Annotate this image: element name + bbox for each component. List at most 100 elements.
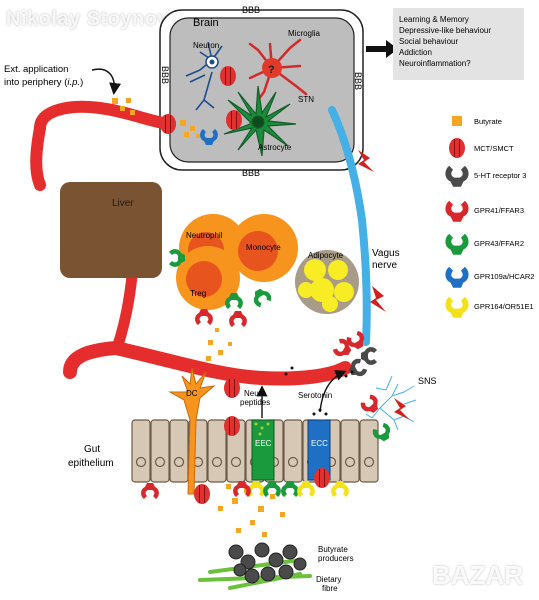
receptor-icon <box>445 200 469 222</box>
epithelial-cell <box>340 419 360 483</box>
dc-label: DC <box>186 389 198 398</box>
gut-label-2: epithelium <box>68 458 114 469</box>
liver-label: Liver <box>112 198 134 209</box>
epithelial-cell <box>283 419 303 483</box>
receptor-icon <box>281 481 299 497</box>
immune-cells: Neutrophil Monocyte Treg <box>176 214 298 310</box>
transporter-icon <box>193 483 211 505</box>
transporter-icon <box>219 65 237 87</box>
microglia-cell: ? Microglia <box>248 29 321 102</box>
bbb-top-label: BBB <box>242 5 260 15</box>
cell-nucleus <box>135 456 147 468</box>
receptor-icon <box>141 483 159 499</box>
receptor-icon <box>445 296 469 318</box>
receptor-icon <box>249 285 274 309</box>
brain-title: Brain <box>193 17 219 29</box>
transporter-icon <box>223 415 241 437</box>
cell-nucleus <box>287 456 299 468</box>
legend-label: GPR41/FFAR3 <box>474 206 524 215</box>
author-watermark: Nikolay Stoynov <box>6 8 170 30</box>
receptor-icon <box>358 392 383 417</box>
effect-item: Social behaviour <box>399 37 458 46</box>
injection-arrow-icon <box>91 68 122 95</box>
receptor-icon <box>445 233 469 255</box>
signal-bolt-icon <box>370 286 386 312</box>
legend-item: MCT/SMCT <box>448 137 514 159</box>
receptor-icon <box>445 266 469 288</box>
receptor-icon <box>229 311 247 327</box>
legend-item: GPR164/OR51E1 <box>445 296 534 318</box>
microglia-label: Microglia <box>288 29 321 38</box>
neutrophil-label: Neutrophil <box>186 231 223 240</box>
eec-label: EEC <box>255 439 272 448</box>
cell-nucleus <box>211 456 223 468</box>
treg-label: Treg <box>190 289 206 298</box>
monocyte-label: Monocyte <box>246 243 281 252</box>
neuropeptide-dots <box>254 422 270 436</box>
adipocyte-label: Adipocyte <box>308 251 344 260</box>
adipocyte-cell: Adipocyte <box>295 250 359 314</box>
eec-cell <box>251 419 275 481</box>
legend-label: Butyrate <box>474 117 502 126</box>
bazar-watermark: BAZAR <box>432 560 523 590</box>
producers-label-2: producers <box>318 554 354 563</box>
neuron-cell: Neuron <box>185 41 223 111</box>
ext-application-line1: Ext. application <box>4 64 68 75</box>
effects-arrow-icon <box>366 40 398 58</box>
liver-organ: Liver <box>60 182 162 278</box>
transporter-icon <box>448 137 466 159</box>
legend-item: Butyrate <box>452 116 502 126</box>
producers-label-1: Butyrate <box>318 545 348 554</box>
butyrate-producers: Butyrate producers Dietary fibre <box>198 542 354 593</box>
signal-bolt-icon <box>394 398 410 420</box>
effect-item: Neuroinflammation? <box>399 59 471 68</box>
receptor-icon <box>361 347 377 365</box>
epithelial-cell <box>207 419 227 483</box>
epithelial-cell <box>169 419 189 483</box>
epithelial-cell <box>131 419 151 483</box>
bbb-bottom-label: BBB <box>242 168 260 178</box>
effects-box: Learning & Memory Depressive-like behavi… <box>393 8 524 80</box>
receptor-icon <box>445 165 469 187</box>
transporter-icon <box>159 113 177 135</box>
stn-label: STN <box>298 95 314 104</box>
transporter-icon <box>225 109 243 131</box>
serotonin-dots <box>284 366 354 416</box>
portal-vein-label-2: vein <box>146 374 160 383</box>
legend-item: GPR43/FFAR2 <box>445 233 524 255</box>
receptor-icon <box>331 481 349 497</box>
transporter-icon <box>313 467 331 489</box>
receptor-icon <box>195 309 213 325</box>
legend-label: GPR164/OR51E1 <box>474 302 534 311</box>
transporter-icon <box>223 377 241 399</box>
epithelial-cell <box>150 419 170 483</box>
external-application: Ext. application into periphery (i.p.) <box>4 64 122 95</box>
effect-item: Learning & Memory <box>399 15 469 24</box>
brain-compartment: Brain BBB BBB BBB BBB Neuron ? Microglia… <box>159 5 364 178</box>
serotonin-label: Serotonin <box>298 391 332 400</box>
legend-label: GPR109a/HCAR2 <box>474 272 534 281</box>
cell-nucleus <box>173 456 185 468</box>
fibre-label-1: Dietary <box>316 575 341 584</box>
epithelial-cell <box>359 419 379 483</box>
cell-nucleus <box>344 456 356 468</box>
legend-item: 5-HT receptor 3 <box>445 165 526 187</box>
microglia-question: ? <box>268 64 275 76</box>
legend-label: 5-HT receptor 3 <box>474 171 526 180</box>
gut-label-1: Gut <box>84 444 100 455</box>
serotonin-arrow-icon <box>319 370 347 413</box>
ecc-label: ECC <box>311 439 328 448</box>
sns-label: SNS <box>418 376 437 386</box>
bbb-left-label: BBB <box>160 66 170 84</box>
ext-application-line2: into periphery (i.p.) <box>4 77 83 88</box>
gut-epithelium: Gut epithelium <box>68 419 379 483</box>
butyrate-square-icon <box>452 116 462 126</box>
astrocyte-label: Astrocyte <box>258 143 292 152</box>
legend-item: GPR41/FFAR3 <box>445 200 524 222</box>
neuropeptides-label-1: Neuro <box>244 389 266 398</box>
sns-nerve <box>365 375 417 431</box>
dendritic-cell: DC <box>168 367 216 495</box>
vagus-label-1: Vagus <box>372 248 400 259</box>
vagus-label-2: nerve <box>372 260 397 271</box>
